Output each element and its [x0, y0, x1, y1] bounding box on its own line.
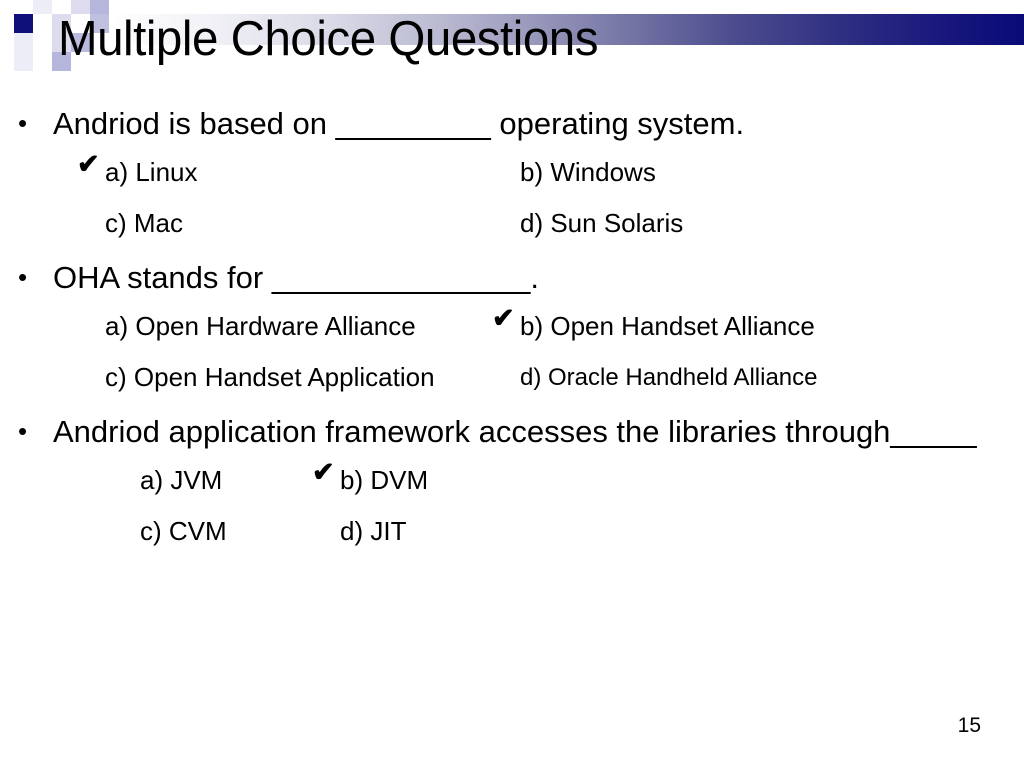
page-number: 15 — [957, 714, 981, 737]
bullet-icon: • — [18, 108, 28, 138]
decorative-square-7 — [52, 33, 71, 52]
answer-option[interactable]: c) Open Handset Application — [105, 362, 435, 392]
answer-option[interactable]: c) Mac — [105, 208, 183, 238]
decorative-square-2 — [71, 0, 90, 14]
decorative-square-9 — [14, 52, 33, 71]
decorative-square-10 — [52, 52, 71, 71]
answer-option[interactable]: d) JIT — [340, 516, 407, 546]
answer-option[interactable]: d) Sun Solaris — [520, 208, 684, 238]
questions-list: • Andriod is based on _________ operating… — [0, 100, 1024, 557]
decorative-square-accent — [14, 14, 33, 33]
question-stem: Andriod is based on _________ operating … — [53, 106, 745, 141]
option-row: c) CVM d) JIT — [0, 506, 1024, 557]
slide-header: Multiple Choice Questions — [0, 0, 1024, 95]
question-text: • Andriod application framework accesses … — [0, 408, 1013, 455]
question-block: • OHA stands for _______________. a) Open … — [0, 254, 1024, 403]
question-block: • Andriod is based on _________ operating… — [0, 100, 1024, 249]
decorative-square-3 — [90, 0, 109, 14]
check-icon: ✔ — [312, 457, 335, 487]
option-row: a) JVM b) DVM✔ — [0, 455, 1024, 506]
bullet-icon: • — [18, 262, 28, 292]
decorative-square-5 — [90, 14, 109, 33]
check-icon: ✔ — [77, 149, 100, 179]
answer-option[interactable]: b) Windows — [520, 157, 656, 187]
question-text: • OHA stands for _______________. — [0, 254, 1013, 301]
bullet-icon: • — [18, 416, 28, 446]
decorative-square-6 — [14, 33, 33, 52]
answer-option[interactable]: a) JVM — [140, 465, 223, 495]
question-stem: Andriod application framework accesses t… — [53, 414, 977, 449]
answer-option[interactable]: c) CVM — [140, 516, 227, 546]
question-text: • Andriod is based on _________ operating… — [0, 100, 1013, 147]
decorative-square-4 — [52, 14, 71, 33]
decorative-square-1 — [33, 0, 52, 14]
slide-body: • Andriod is based on _________ operating… — [0, 100, 1024, 562]
option-row: c) Mac d) Sun Solaris — [0, 198, 1024, 249]
answer-option[interactable]: d) Oracle Handheld Alliance — [520, 364, 818, 391]
answer-option[interactable]: a) Linux — [105, 157, 198, 187]
answer-option[interactable]: a) Open Hardware Alliance — [105, 311, 416, 341]
question-stem: OHA stands for _______________. — [53, 260, 540, 295]
option-row: a) Linux✔ b) Windows — [0, 147, 1024, 198]
answer-option[interactable]: b) Open Handset Alliance — [520, 311, 815, 341]
answer-option[interactable]: b) DVM — [340, 465, 429, 495]
header-gradient-bar — [0, 14, 1024, 45]
decorative-square-8 — [71, 33, 90, 52]
check-icon: ✔ — [492, 303, 515, 333]
page-title: Multiple Choice Questions — [58, 12, 599, 66]
question-block: • Andriod application framework accesses … — [0, 408, 1024, 557]
option-row: c) Open Handset Application d) Oracle Han… — [0, 352, 1024, 403]
option-row: a) Open Hardware Alliance b) Open Handset… — [0, 301, 1024, 352]
